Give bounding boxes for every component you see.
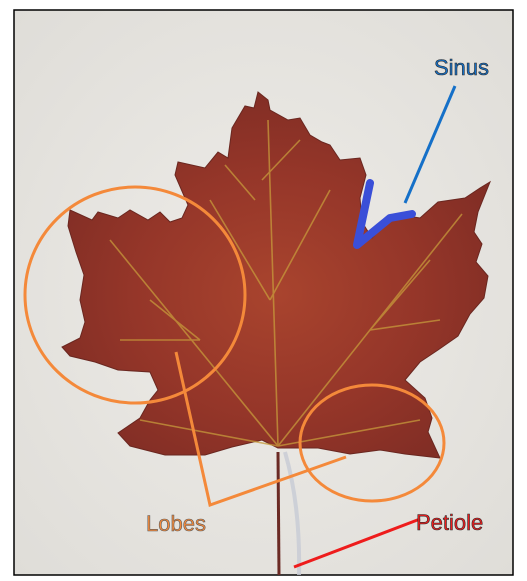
leaf-stem	[278, 452, 279, 575]
label-lobes: Lobes	[146, 511, 206, 536]
label-sinus: Sinus	[434, 55, 489, 80]
label-petiole: Petiole	[416, 510, 483, 535]
